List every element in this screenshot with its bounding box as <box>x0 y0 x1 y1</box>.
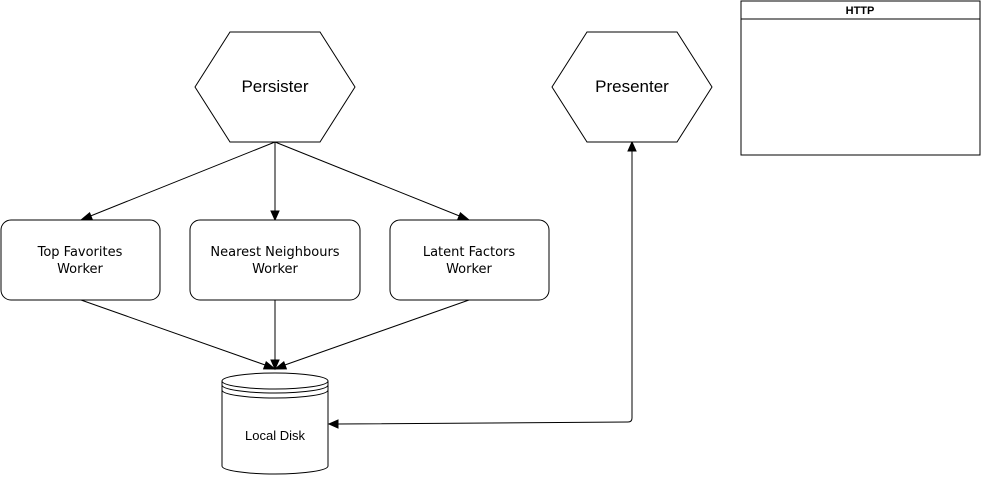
local-disk-label: Local Disk <box>245 428 305 443</box>
http-pool-title: HTTP <box>846 5 875 17</box>
top-favorites-worker-label-line2: Worker <box>57 262 103 277</box>
presenter-label: Presenter <box>595 77 669 96</box>
persister-hexagon <box>194 31 356 143</box>
nearest-neighbours-worker-label-line2: Worker <box>252 262 298 277</box>
arrowhead-latent-factors <box>456 211 471 221</box>
persister-node[interactable]: Persister <box>194 31 356 143</box>
nearest-neighbours-worker-label-line1: Nearest Neighbours <box>210 245 339 260</box>
top-favorites-worker-box <box>0 219 161 301</box>
latent-factors-worker-label-line1: Latent Factors <box>423 245 516 260</box>
arrowhead-nearest-neighbours <box>270 210 280 222</box>
local-disk-cylinder-body <box>221 381 329 475</box>
local-disk-ring-1 <box>221 384 329 394</box>
arrowhead-disk-from-presenter <box>327 419 339 429</box>
arrowhead-presenter-from-disk <box>627 140 637 152</box>
persister-label: Persister <box>241 77 308 96</box>
latent-factors-worker-box <box>389 219 550 301</box>
http-pool-frame <box>740 0 981 156</box>
local-disk-cylinder-top <box>221 372 329 390</box>
latent-factors-worker-label-line2: Worker <box>446 262 492 277</box>
top-favorites-worker-node[interactable]: Top Favorites Worker <box>0 219 161 301</box>
latent-factors-worker-node[interactable]: Latent Factors Worker <box>389 219 550 301</box>
http-pool[interactable]: HTTP <box>740 0 981 156</box>
edges <box>79 140 637 429</box>
presenter-node[interactable]: Presenter <box>551 31 713 143</box>
local-disk-node[interactable]: Local Disk <box>221 372 329 475</box>
arrowhead-disk-from-top-favorites <box>262 360 277 370</box>
edge-latent-factors-to-disk <box>281 299 470 367</box>
presenter-hexagon <box>551 31 713 143</box>
arrowhead-disk-from-latent-factors <box>273 360 288 370</box>
nearest-neighbours-worker-node[interactable]: Nearest Neighbours Worker <box>189 219 361 301</box>
arrowhead-top-favorites <box>79 211 94 221</box>
arrowhead-disk-from-nearest-neighbours <box>270 359 280 371</box>
nearest-neighbours-worker-box <box>189 219 361 301</box>
edge-persister-to-top-favorites <box>87 141 276 218</box>
local-disk-ring-2 <box>221 389 329 399</box>
edge-persister-to-latent-factors <box>274 141 463 218</box>
edge-top-favorites-to-disk <box>80 299 269 367</box>
top-favorites-worker-label-line1: Top Favorites <box>37 245 123 260</box>
edge-disk-presenter <box>336 150 633 425</box>
